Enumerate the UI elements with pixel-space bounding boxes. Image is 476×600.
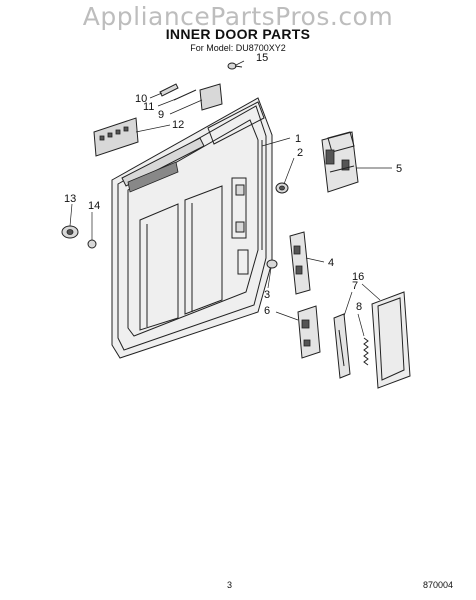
- callout-7: 7: [352, 280, 358, 292]
- part-15-screw: [227, 62, 243, 70]
- callout-4: 4: [328, 257, 334, 269]
- callout-14: 14: [88, 200, 100, 212]
- callout-8: 8: [356, 301, 362, 313]
- callout-5: 5: [396, 163, 402, 175]
- callout-9: 9: [158, 109, 164, 121]
- part-16-panel: [371, 291, 411, 389]
- page-number: 3: [227, 580, 233, 590]
- model-subtitle: For Model: DU8700XY2: [190, 43, 286, 53]
- inner-door-panel: [111, 97, 273, 359]
- callout-13: 13: [64, 193, 76, 205]
- part-2-screw: [275, 182, 289, 194]
- callout-11: 11: [143, 101, 154, 113]
- part-9-cover: [199, 83, 223, 111]
- callout-1: 1: [295, 133, 301, 145]
- callout-10: 10: [135, 93, 147, 105]
- part-11-pin: [173, 89, 197, 101]
- part-13-knob: [61, 225, 79, 239]
- callout-3: 3: [264, 289, 270, 301]
- callout-12: 12: [172, 119, 184, 131]
- callout-2: 2: [297, 147, 303, 159]
- part-10-clip: [159, 83, 179, 97]
- part-7-arm: [333, 313, 351, 379]
- leader-lines: [69, 60, 392, 337]
- callout-15: 15: [256, 52, 268, 64]
- callout-16: 16: [352, 271, 364, 283]
- part-4-latch: [289, 231, 311, 295]
- site-watermark: AppliancePartsPros.com: [82, 2, 394, 31]
- diagram-title: INNER DOOR PARTS: [165, 26, 311, 42]
- part-6-switch: [297, 305, 321, 359]
- part-5-module: [321, 131, 359, 193]
- callout-6: 6: [264, 305, 270, 317]
- document-code: 870004: [423, 580, 454, 590]
- part-8-spring: [363, 337, 369, 366]
- part-14-washer: [87, 239, 97, 249]
- part-3-fastener: [266, 259, 278, 269]
- part-12-bracket: [93, 117, 139, 157]
